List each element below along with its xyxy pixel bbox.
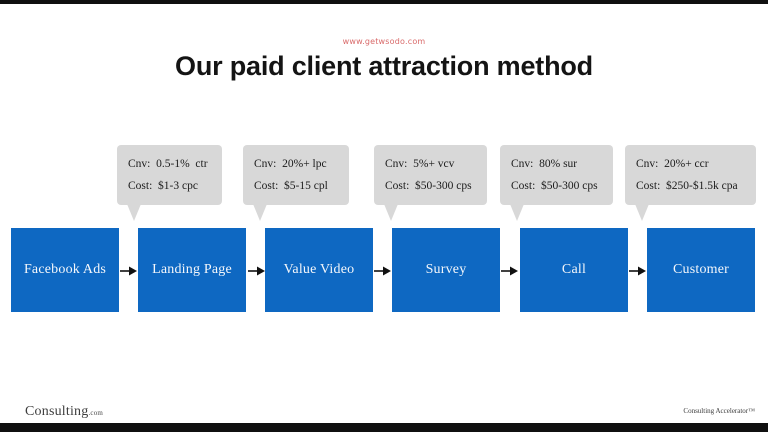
conversion-metric: Cnv: 5%+ vcv — [385, 158, 455, 170]
step-label: Survey — [425, 262, 467, 277]
consulting-logo: Consulting.com — [25, 404, 103, 420]
arrow-right-icon — [501, 264, 518, 276]
callout-facebook-ads-metrics: Cnv: 0.5-1% ctr Cost: $1-3 cpc — [117, 145, 222, 221]
arrow-right-icon — [120, 264, 137, 276]
cost-metric: Cost: $50-300 cps — [511, 180, 598, 192]
arrow-right-icon — [248, 264, 265, 276]
arrow-right-icon — [374, 264, 391, 276]
brand-name: Consulting — [25, 404, 89, 419]
cost-metric: Cost: $50-300 cps — [385, 180, 472, 192]
conversion-metric: Cnv: 20%+ lpc — [254, 158, 327, 170]
cost-metric: Cost: $1-3 cpc — [128, 180, 198, 192]
step-label: Value Video — [283, 262, 355, 277]
step-landing-page: Landing Page — [138, 228, 246, 312]
conversion-metric: Cnv: 0.5-1% ctr — [128, 158, 208, 170]
cost-metric: Cost: $250-$1.5k cpa — [636, 180, 738, 192]
step-call: Call — [520, 228, 628, 312]
callout-tail-icon — [384, 204, 398, 221]
watermark-url: www.getwsodo.com — [342, 37, 426, 46]
brand-suffix: .com — [88, 409, 104, 417]
step-label: Landing Page — [152, 262, 232, 277]
product-name: Consulting Accelerator™ — [683, 407, 755, 415]
callout-call-metrics: Cnv: 20%+ ccr Cost: $250-$1.5k cpa — [625, 145, 756, 221]
slide-title: Our paid client attraction method — [175, 51, 593, 81]
arrow-right-icon — [629, 264, 646, 276]
callout-tail-icon — [127, 204, 141, 221]
step-survey: Survey — [392, 228, 500, 312]
callout-tail-icon — [510, 204, 524, 221]
bottom-border-bar — [0, 423, 768, 432]
step-label: Customer — [672, 262, 730, 277]
conversion-metric: Cnv: 20%+ ccr — [636, 158, 709, 170]
cost-metric: Cost: $5-15 cpl — [254, 180, 328, 192]
callout-landing-page-metrics: Cnv: 20%+ lpc Cost: $5-15 cpl — [243, 145, 349, 221]
step-customer: Customer — [647, 228, 755, 312]
step-value-video: Value Video — [265, 228, 373, 312]
callout-survey-metrics: Cnv: 80% sur Cost: $50-300 cps — [500, 145, 613, 221]
callout-value-video-metrics: Cnv: 5%+ vcv Cost: $50-300 cps — [374, 145, 487, 221]
callout-tail-icon — [253, 204, 267, 221]
conversion-metric: Cnv: 80% sur — [511, 158, 578, 170]
step-label: Call — [561, 262, 587, 277]
callout-tail-icon — [635, 204, 649, 221]
step-facebook-ads: Facebook Ads — [11, 228, 119, 312]
step-label: Facebook Ads — [23, 262, 107, 277]
top-border-bar — [0, 0, 768, 4]
